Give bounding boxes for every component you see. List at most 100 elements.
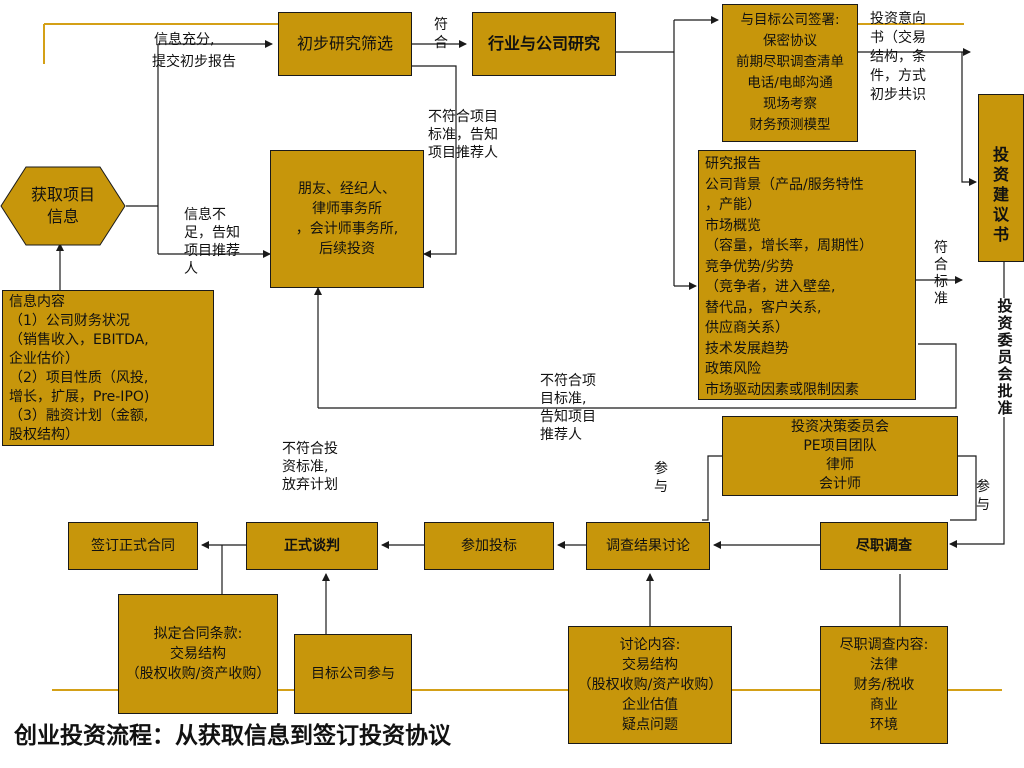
findings-discussion-node[interactable]: 调查结果讨论 — [586, 522, 710, 570]
label-line: 与 — [654, 479, 668, 495]
committee-line: 律师 — [826, 457, 854, 473]
findings-discussion-label: 调查结果讨论 — [606, 538, 690, 554]
contract-terms-line: （股权收购/资产收购） — [125, 666, 271, 682]
sign-target-line: 财务预测模型 — [749, 117, 831, 133]
label-conform-standard: 符 合 标 准 — [934, 240, 948, 308]
info-content-node[interactable]: 信息内容 （1）公司财务状况 （销售收入，EBITDA, 企业估价） （2）项目… — [2, 290, 214, 446]
contract-terms-line: 交易结构 — [170, 646, 226, 662]
diagram-title: 创业投资流程：从获取信息到签订投资协议 — [14, 722, 451, 749]
report-line: 政策风险 — [705, 361, 761, 377]
industry-research-label: 行业与公司研究 — [487, 34, 600, 53]
label-line: 符 — [434, 17, 448, 33]
label-info-sufficient: 信息充分, 提交初步报告 — [152, 29, 236, 73]
report-line: 研究报告 — [705, 156, 761, 172]
dd-content-line: 法律 — [870, 657, 898, 673]
prelim-screen-label: 初步研究筛选 — [296, 34, 393, 53]
report-line: ，产能） — [705, 197, 761, 213]
sign-target-line: 保密协议 — [763, 33, 817, 49]
target-participates-node[interactable]: 目标公司参与 — [294, 634, 412, 714]
proposal-char: 议 — [992, 205, 1009, 224]
due-diligence-node[interactable]: 尽职调查 — [820, 522, 948, 570]
label-line: 委 — [997, 331, 1013, 349]
label-line: 结构，条 — [870, 49, 926, 65]
dd-content-line: 财务/税收 — [853, 677, 915, 693]
label-not-conform-notify-2: 不符合项 目标准, 告知项目 推荐人 — [540, 372, 596, 444]
bidding-node[interactable]: 参加投标 — [424, 522, 554, 570]
label-line: 投资意向 — [870, 11, 926, 27]
info-content-line: 增长，扩展，Pre-IPO) — [9, 389, 150, 405]
friends-line: ，会计师事务所, — [295, 221, 399, 237]
label-info-insufficient: 信息不 足，告知 项目推荐 人 — [184, 206, 240, 278]
proposal-char: 资 — [992, 165, 1009, 184]
label-conform-1: 符 合 — [434, 16, 448, 52]
sign-target-node[interactable]: 与目标公司签署: 保密协议 前期尽职调查清单 电话/电邮沟通 现场考察 财务预测… — [722, 4, 858, 142]
contract-terms-node[interactable]: 拟定合同条款: 交易结构 （股权收购/资产收购） — [118, 594, 278, 714]
discussion-line: 疑点问题 — [622, 717, 678, 733]
label-line: 员 — [997, 348, 1013, 366]
label-line: 目标准, — [540, 391, 587, 407]
label-line: 件，方式 — [870, 68, 926, 84]
label-line: 标准，告知 — [428, 127, 498, 143]
formal-negotiation-node[interactable]: 正式谈判 — [246, 522, 378, 570]
prelim-screen-node[interactable]: 初步研究筛选 — [278, 12, 412, 76]
report-line: 市场概览 — [705, 217, 761, 234]
friends-line: 律师事务所 — [312, 201, 382, 217]
label-line: 标 — [934, 274, 948, 290]
label-not-conform-notify: 不符合项目 标准，告知 项目推荐人 — [428, 108, 498, 162]
label-line: 符 — [934, 240, 948, 256]
label-line: 信息充分, — [154, 32, 215, 48]
label-line: 足，告知 — [184, 225, 240, 241]
committee-node[interactable]: 投资决策委员会 PE项目团队 律师 会计师 — [722, 416, 958, 496]
label-participate-2: 参 与 — [976, 478, 990, 514]
label-intent-letter: 投资意向 书（交易 结构，条 件，方式 初步共识 — [870, 10, 926, 105]
label-line: 参 — [976, 479, 990, 495]
info-content-line: 信息内容 — [9, 294, 65, 310]
research-report-node[interactable]: 研究报告 公司背景（产品/服务特性 ，产能） 市场概览 （容量，增长率，周期性）… — [698, 150, 916, 400]
get-info-hexagon — [0, 166, 126, 246]
label-line: 项目推荐 — [184, 243, 240, 259]
label-line: 不符合投 — [282, 441, 338, 457]
label-line: 提交初步报告 — [152, 54, 236, 70]
sign-formal-node[interactable]: 签订正式合同 — [68, 522, 198, 570]
label-line: 参 — [654, 461, 668, 477]
label-line: 投 — [997, 297, 1013, 315]
discussion-line: 交易结构 — [622, 657, 678, 673]
info-content-line: 股权结构） — [9, 427, 79, 443]
dd-content-line: 商业 — [870, 697, 898, 713]
edge-proposal-in — [961, 52, 977, 186]
sign-target-line: 现场考察 — [763, 96, 817, 112]
label-line: 不符合项目 — [428, 109, 498, 125]
label-participate-1: 参 与 — [654, 460, 668, 496]
report-line: 供应商关系） — [705, 320, 789, 336]
discussion-line: （股权收购/资产收购） — [577, 677, 723, 693]
report-line: 公司背景（产品/服务特性 — [705, 176, 864, 193]
label-committee-approval: 投 资 委 员 会 批 准 — [994, 298, 1016, 417]
label-line: 会 — [997, 365, 1013, 383]
label-line: 合 — [934, 257, 948, 273]
info-content-line: （2）项目性质（风投, — [9, 370, 149, 386]
sign-target-line: 前期尽职调查清单 — [736, 54, 844, 70]
label-line: 资 — [997, 314, 1013, 332]
friends-node[interactable]: 朋友、经纪人、 律师事务所 ，会计师事务所, 后续投资 — [270, 150, 424, 288]
proposal-char: 书 — [992, 225, 1009, 244]
formal-negotiation-label: 正式谈判 — [284, 538, 340, 554]
label-line: 人 — [184, 261, 198, 277]
proposal-char: 投 — [992, 145, 1009, 164]
get-info-node[interactable]: 获取项目 信息 — [20, 176, 106, 236]
edge-committee-dd — [950, 455, 977, 521]
dd-content-node[interactable]: 尽职调查内容: 法律 财务/税收 商业 环境 — [820, 626, 948, 744]
info-content-line: （3）融资计划（金额, — [9, 408, 149, 424]
industry-research-node[interactable]: 行业与公司研究 — [472, 12, 616, 76]
discussion-content-node[interactable]: 讨论内容: 交易结构 （股权收购/资产收购） 企业估值 疑点问题 — [568, 626, 732, 744]
proposal-char: 建 — [992, 185, 1009, 204]
label-line: 资标准, — [282, 459, 329, 475]
report-line: 技术发展趋势 — [705, 340, 789, 357]
label-line: 准 — [997, 399, 1013, 417]
decorative-gold-lines — [43, 23, 1002, 691]
invest-proposal-node[interactable]: 投 资 建 议 书 — [978, 94, 1024, 262]
dd-content-line: 尽职调查内容: — [839, 637, 929, 653]
edge-report-back-friends — [318, 343, 957, 409]
get-info-line: 获取项目 — [30, 185, 95, 204]
committee-line: 投资决策委员会 — [791, 419, 889, 435]
